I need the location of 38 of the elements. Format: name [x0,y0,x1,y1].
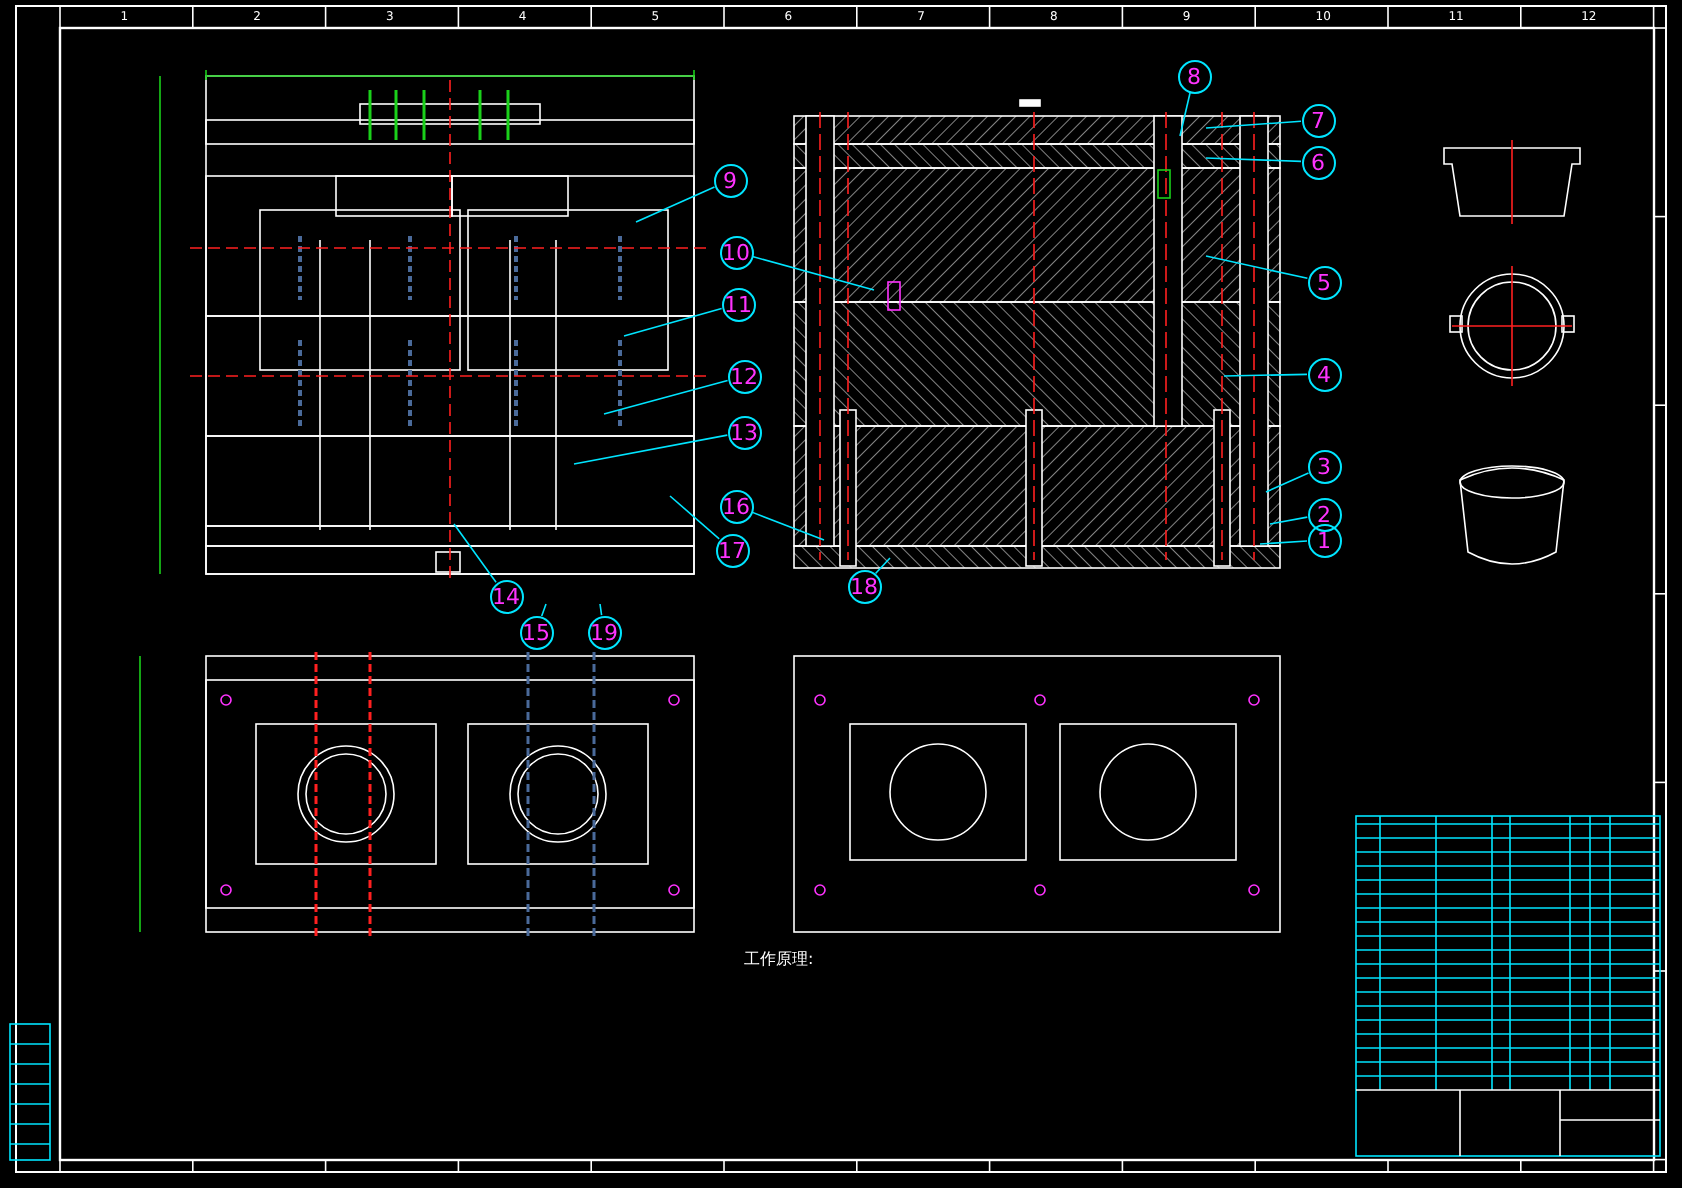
callout-number: 19 [587,615,621,649]
callout-number: 8 [1177,59,1211,93]
leader-line [1269,516,1309,525]
leader-line [751,511,825,541]
leader-line [1205,255,1309,280]
leader-line [1259,540,1308,545]
callout-number: 3 [1307,449,1341,483]
callout-number: 10 [719,235,753,269]
leader-line [603,379,729,415]
callout-number: 2 [1307,497,1341,531]
leader-line [669,495,720,540]
leader-line [751,255,875,291]
callout-number: 5 [1307,265,1341,299]
callout-number: 16 [719,489,753,523]
leader-line [1265,472,1310,493]
leader-line [874,557,891,575]
callout-number: 1 [1307,523,1341,557]
leader-line [1223,373,1308,377]
callout-number: 18 [847,569,881,603]
callout-number: 11 [721,287,755,321]
leader-line [573,434,729,465]
callout-number: 15 [519,615,553,649]
callout-number: 13 [727,415,761,449]
leader-line [599,603,603,616]
leader-line [1205,157,1302,163]
section-heading: 工作原理: [744,948,814,970]
callout-number: 6 [1301,145,1335,179]
callout-number: 12 [727,359,761,393]
leader-line [1179,91,1191,137]
leader-line [1205,120,1302,129]
leader-line [540,603,547,617]
leader-line [453,523,497,583]
callout-number: 14 [489,579,523,613]
callout-number: 7 [1301,103,1335,137]
callout-number: 17 [715,533,749,567]
leader-line [623,307,723,337]
callout-number: 9 [713,163,747,197]
callout-number: 4 [1307,357,1341,391]
